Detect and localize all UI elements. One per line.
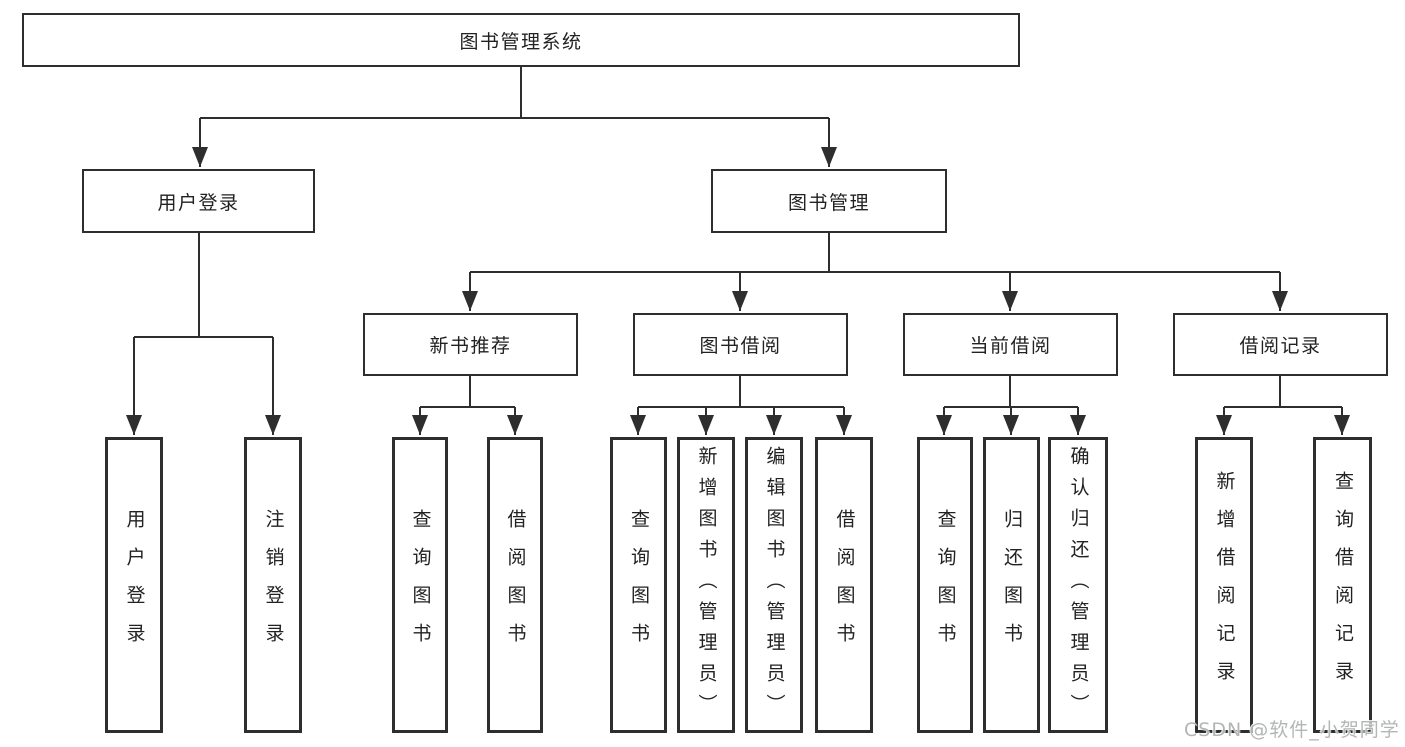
node-current-borrow: 当前借阅 (903, 313, 1118, 376)
leaf-add-book-admin: 新增图书（管理员） (677, 437, 735, 733)
node-new-book-recommend: 新书推荐 (363, 313, 578, 376)
leaf-borrow-books-recommend: 借阅图书 (487, 437, 543, 733)
leaf-logout: 注销登录 (244, 437, 302, 733)
leaf-add-borrow-record: 新增借阅记录 (1195, 437, 1253, 733)
leaf-query-borrow-record: 查询借阅记录 (1313, 437, 1372, 733)
node-book-borrow: 图书借阅 (633, 313, 848, 376)
node-book-management: 图书管理 (711, 169, 947, 233)
leaf-user-login: 用户登录 (105, 437, 163, 733)
leaf-query-books-current: 查询图书 (917, 437, 973, 733)
node-root-system: 图书管理系统 (22, 13, 1020, 67)
leaf-edit-book-admin: 编辑图书（管理员） (745, 437, 803, 733)
leaf-confirm-return-admin: 确认归还（管理员） (1048, 437, 1108, 733)
node-borrow-records: 借阅记录 (1173, 313, 1388, 376)
csdn-watermark: CSDN @软件_小贺同学 (1184, 719, 1400, 741)
leaf-query-books-recommend: 查询图书 (392, 437, 448, 733)
leaf-query-books-borrow: 查询图书 (610, 437, 667, 733)
node-user-login: 用户登录 (82, 169, 315, 233)
leaf-return-book: 归还图书 (983, 437, 1040, 733)
leaf-borrow-books: 借阅图书 (815, 437, 873, 733)
